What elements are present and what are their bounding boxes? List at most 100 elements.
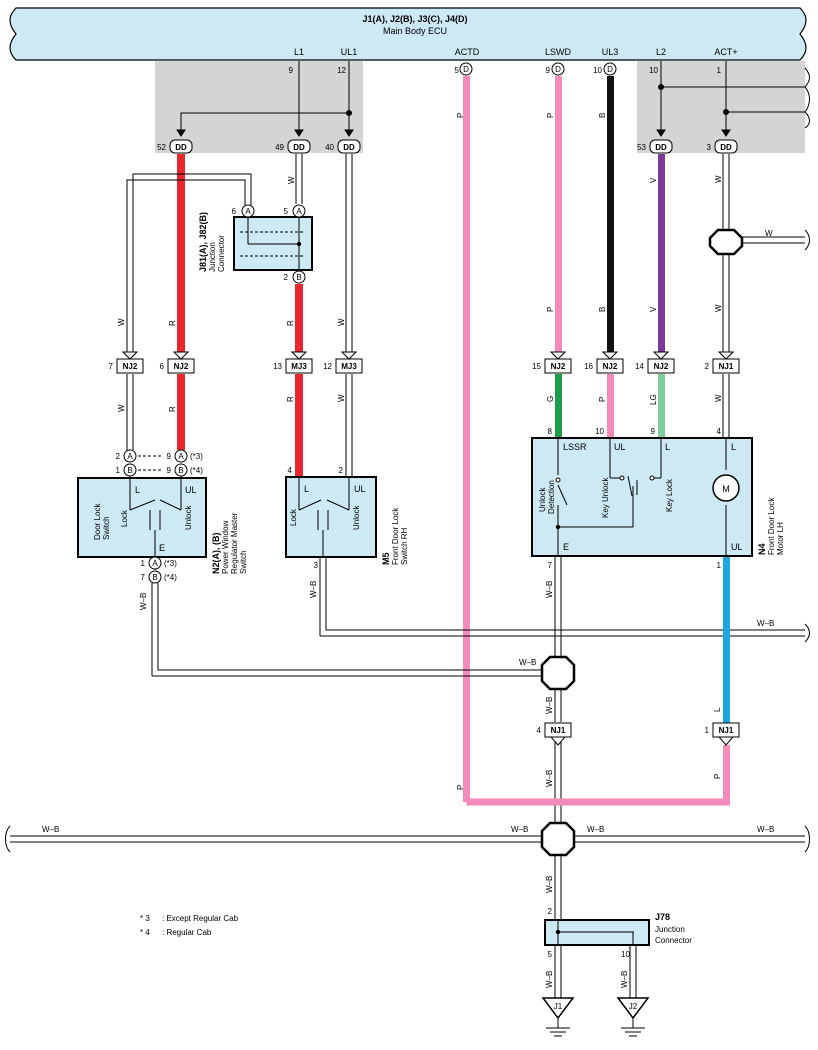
col-wb-j78-out2: W–B: [620, 971, 629, 988]
col-mj3-12-upper: W: [337, 318, 346, 326]
col-lg: LG: [649, 394, 658, 405]
dd-40-pin: 40: [325, 143, 334, 152]
ecu-pin-label-actd: ACTD: [455, 47, 480, 57]
j78-pin-5: 5: [548, 950, 553, 959]
upper-wire-color-labels: P P B W V W W R R W P B V W: [117, 113, 723, 326]
n4-name-line2: Motor LH: [776, 522, 785, 555]
lower-splices: [540, 655, 576, 857]
m5-pin-2: 2: [339, 466, 344, 475]
n4-unlock-detection: Unlock: [538, 487, 547, 512]
dd-3-tag: DD: [720, 143, 732, 152]
col-blue: L: [713, 707, 722, 712]
pink-actd-loop: [466, 745, 730, 806]
n4-term-l2: L: [731, 442, 736, 452]
n2-bot-pin-1: 1: [141, 559, 146, 568]
nj-pin-7: 2: [705, 362, 710, 371]
n4-id: N4: [757, 543, 767, 555]
nj-pin-3: 12: [323, 362, 332, 371]
j78-name-line2: Connector: [655, 936, 692, 945]
nj-tag-7: NJ1: [719, 362, 734, 371]
m5-pin-3: 3: [314, 561, 319, 570]
n2-note-4: (*4): [190, 466, 203, 475]
dd-connectors: DD 52 DD 49 DD 40 DD 53 DD 3: [157, 139, 738, 154]
dd-52-tag: DD: [175, 143, 187, 152]
n2-top-pin-1: 1: [116, 466, 121, 475]
power-window-master-switch: A 2 B 1 A 9 B 9 (*3) (*4) L UL E Lock Un…: [77, 449, 248, 584]
j81-tag-b: B: [296, 273, 301, 282]
nj-tag-3: MJ3: [341, 362, 357, 371]
n2-top-pin-9b: 9: [167, 466, 172, 475]
col-wb-bus-left: W–B: [42, 825, 59, 834]
col-wb-m5: W–B: [309, 581, 318, 598]
ecu-name: Main Body ECU: [383, 26, 447, 36]
lower-wire-color-labels: W–B W–B W–B W–B W–B W–B W–B L P P W–B W–…: [42, 581, 774, 988]
col-wb-j78-out1: W–B: [545, 971, 554, 988]
col-l2-upper: V: [649, 177, 658, 183]
n2-term-e: E: [159, 543, 165, 553]
nj-tag-5: NJ2: [603, 362, 618, 371]
m5-unlock-label: Unlock: [352, 505, 361, 530]
col-lswd-upper: P: [546, 113, 555, 118]
col-actd-lower: P: [456, 785, 465, 790]
dd-3-pin: 3: [707, 143, 712, 152]
upper-wires: [126, 76, 730, 802]
lower-wiring: [5, 556, 810, 1000]
n4-name-line1: Front Door Lock: [767, 497, 776, 555]
j78-id: J78: [655, 912, 670, 922]
lower-nj1-connectors: NJ1 4 NJ1 1: [537, 722, 740, 746]
col-wb-j78-in: W–B: [545, 876, 554, 893]
nj-tag-1: NJ2: [174, 362, 189, 371]
ecu-title: J1(A), J2(B), J3(C), J4(D): [362, 14, 467, 24]
note-4-text: : Regular Cab: [162, 928, 212, 937]
col-act-mid: W: [714, 304, 723, 312]
col-nj2-6-lower: R: [168, 406, 177, 412]
j81-name: J81(A), J82(B): [198, 212, 208, 272]
n2-bot-tag-a: A: [152, 559, 158, 568]
nj-pin-5: 16: [584, 362, 593, 371]
ground-j2-label: J2: [629, 1002, 638, 1011]
ecu-pin-lswd: 9: [546, 66, 551, 75]
n2-top-pin-9a: 9: [167, 452, 172, 461]
n4-pin-10: 10: [595, 427, 604, 436]
n4-term-ul-bottom: UL: [731, 542, 743, 552]
junction-connector-j81: A 6 A 5 B 2 J81(A), J82(B) Junction Conn…: [198, 204, 313, 284]
ecu-d-connectors: D D D: [459, 62, 617, 76]
nj-connector-nj2-16: NJ2 16: [584, 351, 624, 374]
ecu-pin-act-plus: 1: [717, 66, 722, 75]
dd-40-tag: DD: [343, 143, 355, 152]
n2-top-pin-2: 2: [116, 452, 121, 461]
n2-unlock-label: Unlock: [184, 505, 193, 530]
nj-pin-1: 6: [160, 362, 165, 371]
splice-act-plus: W: [708, 228, 810, 256]
col-nj2-6-upper: R: [168, 320, 177, 326]
nj-pin-2: 13: [273, 362, 282, 371]
m5-id: M5: [381, 552, 391, 565]
nj-tag-0: NJ2: [123, 362, 138, 371]
col-pink-lower: P: [713, 774, 722, 779]
blue-wire-ul: [723, 557, 730, 723]
ecu-pin-label-l1: L1: [294, 47, 304, 57]
col-wb-m5-horizontal: W–B: [757, 619, 774, 628]
nj-connector-nj1-2: NJ1 2: [705, 351, 740, 374]
ecu-internal-wiring: [176, 61, 810, 137]
n4-term-e: E: [563, 542, 569, 552]
j81-tag-a2: A: [296, 207, 302, 216]
n4-pin-9: 9: [651, 427, 656, 436]
col-mj3-13-lower: R: [286, 396, 295, 402]
nj1-right-pin: 1: [705, 726, 710, 735]
col-wb-n4-lower: W–B: [545, 697, 554, 714]
n2-note-3: (*3): [190, 452, 203, 461]
col-lswd-mid: P: [546, 307, 555, 312]
col-wb-nj1: W–B: [545, 770, 554, 787]
n2-door-lock-switch-line2: Switch: [102, 516, 111, 540]
n4-term-ul: UL: [614, 442, 626, 452]
col-green: G: [546, 396, 555, 402]
col-pink-mid: P: [598, 397, 607, 402]
n4-pin-8: 8: [548, 427, 553, 436]
nj-tag-6: NJ2: [654, 362, 669, 371]
col-j81-in: W: [287, 176, 296, 184]
n2-door-lock-switch: Door Lock: [93, 503, 102, 540]
